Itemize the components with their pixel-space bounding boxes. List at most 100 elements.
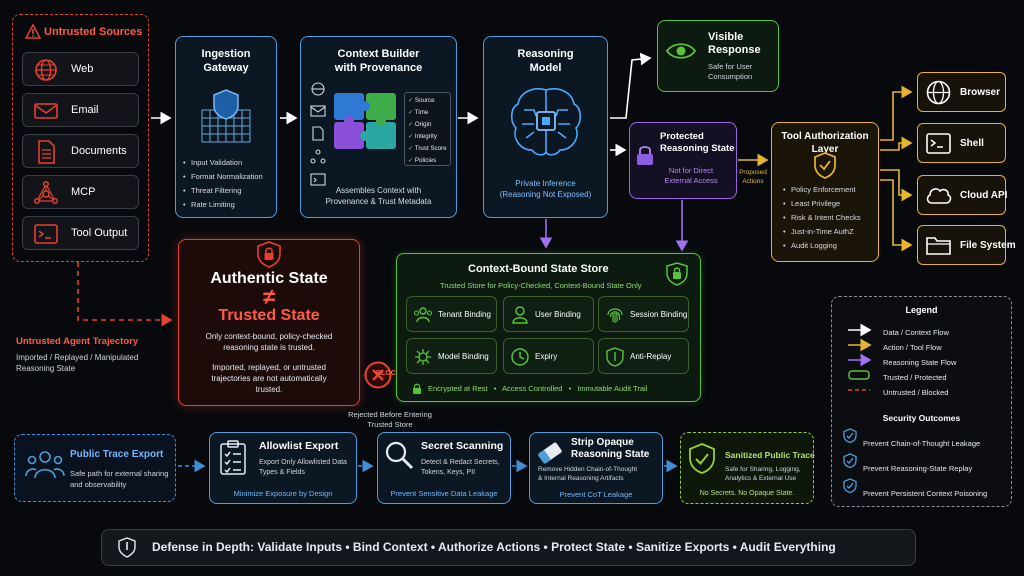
fingerprint-icon <box>607 308 623 323</box>
caption-line: (Reasoning Not Exposed) <box>499 190 592 199</box>
tool-browser[interactable]: Browser <box>917 72 1006 112</box>
title-line: Reasoning State <box>660 143 735 154</box>
title-line: Strip Opaque <box>571 437 634 448</box>
visible-response-title: Visible Response <box>708 31 761 57</box>
ingestion-bullets: Input Validation Format Normalization Th… <box>183 156 263 212</box>
desc-line: Tokens, Keys, PII <box>421 469 476 476</box>
secret-scanning-footer: Prevent Sensitive Data Leakage <box>390 489 498 498</box>
caption-line: Provenance & Trust Metadata <box>325 197 432 206</box>
tile-user-binding: User Binding <box>503 296 594 332</box>
allowlist-title: Allowlist Export <box>259 440 339 452</box>
tool-auth-bullets: Policy Enforcement Least Privilege Risk … <box>783 183 861 253</box>
source-mcp[interactable]: MCP <box>22 175 139 209</box>
check-item: ✓ Time <box>408 109 429 116</box>
label-line: Proposed <box>739 169 767 176</box>
clock-icon <box>511 348 529 366</box>
legend-item: Reasoning State Flow <box>883 358 957 367</box>
bullet: Risk & Intent Checks <box>783 211 861 225</box>
tool-shell[interactable]: Shell <box>917 123 1006 163</box>
sub-line: Not for Direct <box>668 166 714 175</box>
tool-label: File System <box>960 240 1016 251</box>
title-line: Ingestion <box>201 48 251 60</box>
desc-line: & Internal Reasoning Artifacts <box>538 475 624 482</box>
check-label: Trust Score <box>414 145 447 152</box>
state-store-footer: Encrypted at Rest • Access Controlled • … <box>428 384 648 393</box>
context-builder-caption: Assembles Context with Provenance & Trus… <box>300 185 457 207</box>
para-line: Only context-bound, policy-checked <box>205 332 333 341</box>
terminal-icon <box>34 224 58 244</box>
source-web[interactable]: Web <box>22 52 139 86</box>
source-label: Email <box>71 104 99 116</box>
tool-label: Browser <box>960 87 1001 98</box>
security-outcomes-title: Security Outcomes <box>882 413 961 423</box>
public-trace-title: Public Trace Export <box>70 449 164 460</box>
strip-opaque-title: Strip Opaque Reasoning State <box>571 437 649 461</box>
title-line: Reasoning State <box>571 449 650 460</box>
tile-label: Tenant Binding <box>438 310 491 319</box>
envelope-icon <box>34 103 58 119</box>
globe-icon <box>926 80 951 105</box>
source-label: MCP <box>71 186 96 198</box>
tool-cloud-api[interactable]: Cloud API <box>917 175 1008 215</box>
title-line: Reasoning <box>517 48 574 60</box>
tile-label: Anti-Replay <box>630 352 672 361</box>
blocked-label: BLOCKED <box>376 370 411 377</box>
tool-label: Cloud API <box>960 190 1008 201</box>
blocked-caption: Rejected Before Entering Trusted Store <box>340 410 440 430</box>
trusted-state-heading: Trusted State <box>218 307 320 324</box>
para-line: reasoning state is trusted. <box>223 343 315 352</box>
sanitized-desc: Safe for Sharing, Logging, Analytics & E… <box>725 465 801 483</box>
title-line: Layer <box>811 144 839 155</box>
tile-tenant-binding: Tenant Binding <box>406 296 497 332</box>
lock-shield-icon <box>256 241 282 268</box>
legend-item: Untrusted / Blocked <box>883 388 949 397</box>
desc-line: Reasoning State <box>16 364 76 373</box>
banner-shield-icon <box>118 537 136 558</box>
document-icon <box>38 140 55 164</box>
legend-swatches <box>848 323 872 391</box>
strip-opaque-box <box>529 432 663 504</box>
check-item: ✓ Integrity <box>408 133 437 140</box>
input-type-icons <box>309 82 327 186</box>
protected-state-sub: Not for Direct External Access <box>654 166 728 186</box>
bullet: Just-in-Time AuthZ <box>783 225 861 239</box>
chip-icon <box>415 349 431 365</box>
source-tool-output[interactable]: Tool Output <box>22 216 139 250</box>
tool-file-system[interactable]: File System <box>917 225 1016 265</box>
untrusted-sources-panel <box>12 14 149 262</box>
network-icon <box>33 180 59 205</box>
allowlist-footer: Minimize Exposure by Design <box>233 489 333 498</box>
title-line: Context Builder <box>337 48 420 60</box>
eye-icon <box>665 40 697 62</box>
title-line: Response <box>708 44 761 56</box>
legend-title: Legend <box>905 305 938 315</box>
proposed-actions-label: Proposed Actions <box>738 168 768 186</box>
protected-state-title: Protected Reasoning State <box>660 131 734 155</box>
bullet: Format Normalization <box>183 170 263 184</box>
strip-opaque-footer: Prevent CoT Leakage <box>559 490 633 499</box>
desc-line: Remove Hidden Chain-of-Thought <box>538 466 637 473</box>
public-trace-box <box>14 434 176 502</box>
users-icon <box>413 307 433 323</box>
check-item: ✓ Source <box>408 97 435 104</box>
provenance-checklist <box>404 92 451 166</box>
checklist-items: ✓ Source ✓ Time ✓ Origin ✓ Integrity ✓ T… <box>408 95 447 167</box>
desc-line: Analytics & External Use <box>725 475 797 482</box>
warning-icon <box>24 23 42 40</box>
banner-text: Defense in Depth: Validate Inputs • Bind… <box>152 540 836 554</box>
desc-line: Detect & Redact Secrets, <box>421 459 500 466</box>
strip-opaque-desc: Remove Hidden Chain-of-Thought & Interna… <box>538 465 637 483</box>
state-store-title: Context-Bound State Store <box>468 263 609 275</box>
check-label: Policies <box>414 157 437 164</box>
source-label: Tool Output <box>71 227 128 239</box>
title-line: Protected <box>660 131 704 142</box>
desc-line: Safe for Sharing, Logging, <box>725 466 801 473</box>
blocked-x-icon <box>364 361 392 389</box>
shield-check-icon <box>813 152 837 179</box>
source-documents[interactable]: Documents <box>22 134 139 168</box>
allowlist-desc: Export Only Allowlisted Data Types & Fie… <box>259 458 347 478</box>
title-line: Visible <box>708 31 744 43</box>
source-email[interactable]: Email <box>22 93 139 127</box>
defense-banner <box>101 529 916 566</box>
untrusted-trajectory-desc: Imported / Replayed / Manipulated Reason… <box>16 352 138 374</box>
